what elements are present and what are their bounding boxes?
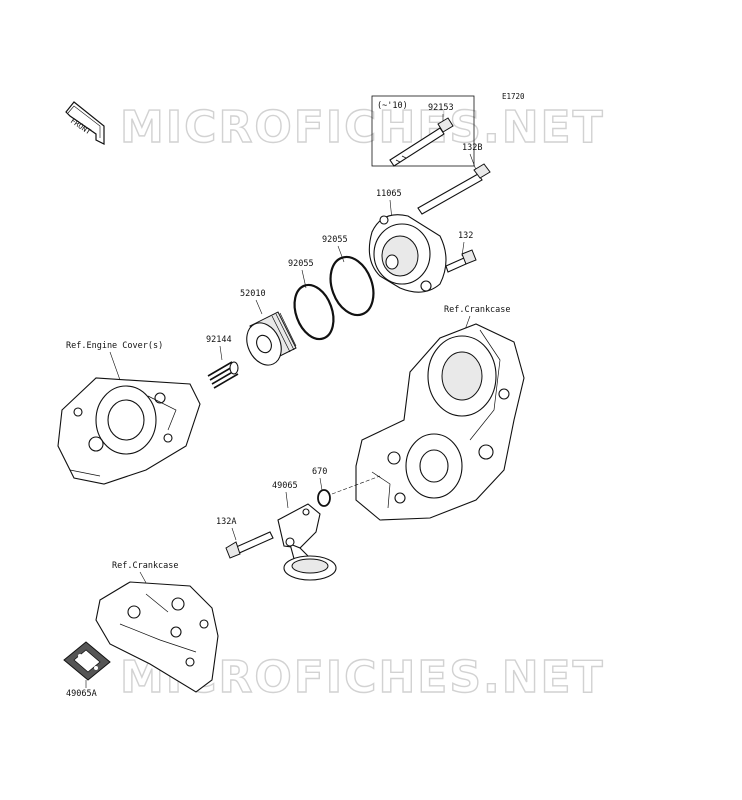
bolt-132b[interactable]: [417, 163, 491, 215]
part-label-92153[interactable]: 92153: [428, 103, 454, 113]
crankcase-reference-lower: [95, 581, 219, 693]
part-label-92055-a[interactable]: 92055: [288, 259, 314, 269]
o-ring-92055-a[interactable]: [288, 280, 341, 345]
callout-range-note: (~'10): [377, 101, 408, 111]
part-label-49065a[interactable]: 49065A: [66, 689, 97, 699]
part-label-670[interactable]: 670: [312, 467, 327, 477]
bolt-132[interactable]: [445, 249, 477, 273]
part-label-92144[interactable]: 92144: [206, 335, 232, 345]
ref-crankcase-upper-label: Ref.Crankcase: [444, 305, 511, 315]
part-label-132[interactable]: 132: [458, 231, 473, 241]
part-label-52010[interactable]: 52010: [240, 289, 266, 299]
ref-crankcase-lower-label: Ref.Crankcase: [112, 561, 179, 571]
oil-filter-cover-11065[interactable]: [368, 214, 447, 293]
oil-strainer-49065[interactable]: [277, 503, 337, 581]
spring-92144[interactable]: [207, 361, 239, 389]
engine-cover-reference: [57, 377, 201, 485]
part-label-92055-b[interactable]: 92055: [322, 235, 348, 245]
ref-engine-cover-label: Ref.Engine Cover(s): [66, 341, 163, 351]
part-label-132a[interactable]: 132A: [216, 517, 236, 527]
o-ring-92055-b[interactable]: [323, 251, 381, 321]
watermark-top: MICROFICHES.NET: [120, 102, 605, 153]
crankcase-reference-upper: [355, 323, 525, 521]
oil-filter-52010[interactable]: [240, 311, 297, 371]
diagram-code: E1720: [502, 92, 525, 101]
part-label-11065[interactable]: 11065: [376, 189, 402, 199]
part-label-132b[interactable]: 132B: [462, 143, 482, 153]
o-ring-670[interactable]: [317, 489, 331, 507]
gasket-49065a[interactable]: [63, 641, 111, 681]
front-arrow-icon: FRONT: [65, 101, 105, 145]
bolt-92153[interactable]: [389, 117, 454, 167]
part-label-49065[interactable]: 49065: [272, 481, 298, 491]
bolt-132a[interactable]: [225, 531, 274, 559]
